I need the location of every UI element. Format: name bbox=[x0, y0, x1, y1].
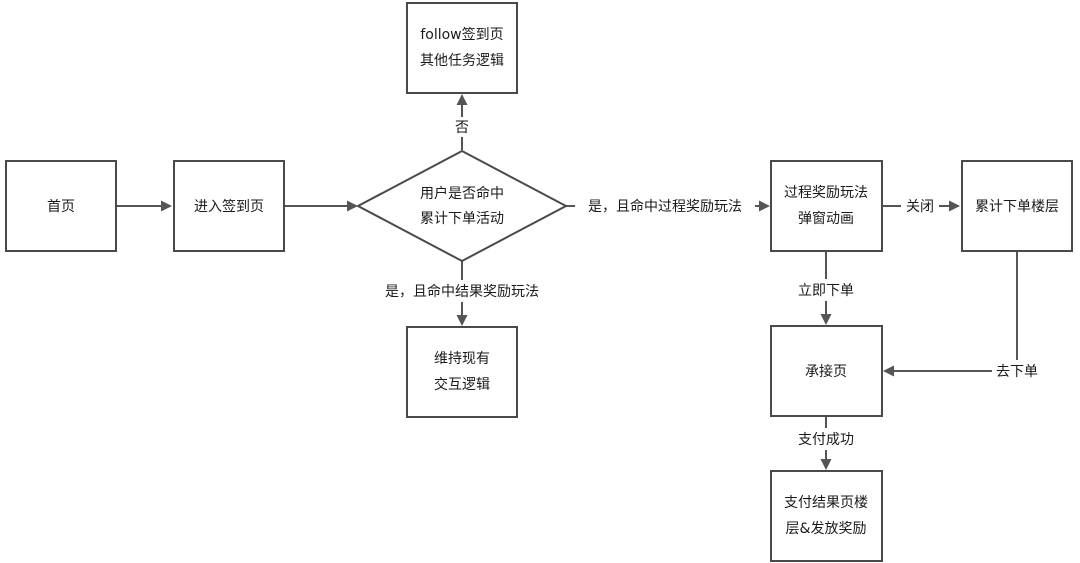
node-box bbox=[173, 160, 285, 252]
edge-label-pay-success: 支付成功 bbox=[798, 432, 854, 448]
node-landing-page: 承接页 bbox=[770, 325, 883, 417]
arrowhead bbox=[456, 94, 468, 105]
node-label: 进入签到页 bbox=[194, 198, 264, 215]
node-home: 首页 bbox=[5, 160, 117, 252]
node-box bbox=[770, 325, 883, 417]
node-label-line-2: 累计下单活动 bbox=[420, 211, 504, 227]
arrowhead bbox=[161, 200, 172, 212]
node-label-line-1: 用户是否命中 bbox=[420, 185, 504, 202]
node-label-line-1: 维持现有 bbox=[434, 351, 490, 367]
edge-label-bg bbox=[794, 279, 858, 301]
node-label-line-1: 支付结果页楼 bbox=[784, 495, 868, 511]
node-process-popup: 过程奖励玩法 弹窗动画 bbox=[770, 160, 883, 252]
edge-label-bg bbox=[374, 280, 550, 302]
node-enter-signin: 进入签到页 bbox=[173, 160, 285, 252]
node-label: 累计下单楼层 bbox=[975, 199, 1059, 215]
node-box bbox=[5, 160, 117, 252]
arrowhead bbox=[883, 365, 894, 377]
edge-label-no: 否 bbox=[455, 120, 469, 136]
edge-label-bg bbox=[901, 195, 939, 217]
edge-label-yes-result: 是，且命中结果奖励玩法 bbox=[385, 283, 539, 300]
edge-label-yes-process: 是，且命中过程奖励玩法 bbox=[588, 198, 742, 215]
node-label-line-2: 层&发放奖励 bbox=[786, 520, 867, 537]
arrowhead bbox=[456, 315, 468, 326]
node-label: 首页 bbox=[47, 199, 75, 215]
edge-label-bg bbox=[452, 117, 472, 137]
decision-diamond bbox=[355, 149, 569, 263]
edge-label-bg bbox=[992, 360, 1042, 382]
node-label: 承接页 bbox=[805, 363, 847, 380]
edge-label-bg bbox=[575, 195, 755, 217]
node-label-line-2: 交互逻辑 bbox=[434, 376, 490, 393]
node-box bbox=[961, 160, 1073, 252]
edge-cumulative-floor-to-landing-page bbox=[893, 251, 1018, 372]
node-keep-existing: 维持现有 交互逻辑 bbox=[406, 326, 518, 418]
edge-label-order-now: 立即下单 bbox=[798, 283, 854, 299]
node-box bbox=[770, 470, 883, 562]
node-label-line-2: 弹窗动画 bbox=[798, 210, 854, 227]
node-box bbox=[406, 2, 518, 94]
node-label-line-1: 过程奖励玩法 bbox=[784, 184, 868, 201]
arrowhead bbox=[347, 200, 358, 212]
node-cumulative-floor: 累计下单楼层 bbox=[961, 160, 1073, 252]
node-label-line-2: 其他任务逻辑 bbox=[420, 53, 504, 69]
edge-label-bg bbox=[794, 428, 858, 450]
node-follow-signin: follow签到页 其他任务逻辑 bbox=[406, 2, 518, 94]
arrowhead bbox=[949, 200, 960, 212]
node-label-line-1: follow签到页 bbox=[420, 26, 503, 43]
edge-labels: 否 是，且命中结果奖励玩法 是，且命中过程奖励玩法 关闭 立即下单 去下单 支付… bbox=[374, 117, 1042, 450]
arrowhead bbox=[759, 200, 770, 212]
arrowhead bbox=[820, 314, 832, 325]
edge-label-close: 关闭 bbox=[906, 199, 934, 215]
node-box bbox=[406, 326, 518, 418]
edge-label-go-order: 去下单 bbox=[996, 364, 1038, 380]
arrowhead bbox=[820, 459, 832, 470]
node-decision: 用户是否命中 累计下单活动 bbox=[355, 149, 569, 263]
node-pay-result: 支付结果页楼 层&发放奖励 bbox=[770, 470, 883, 562]
node-box bbox=[770, 160, 883, 252]
